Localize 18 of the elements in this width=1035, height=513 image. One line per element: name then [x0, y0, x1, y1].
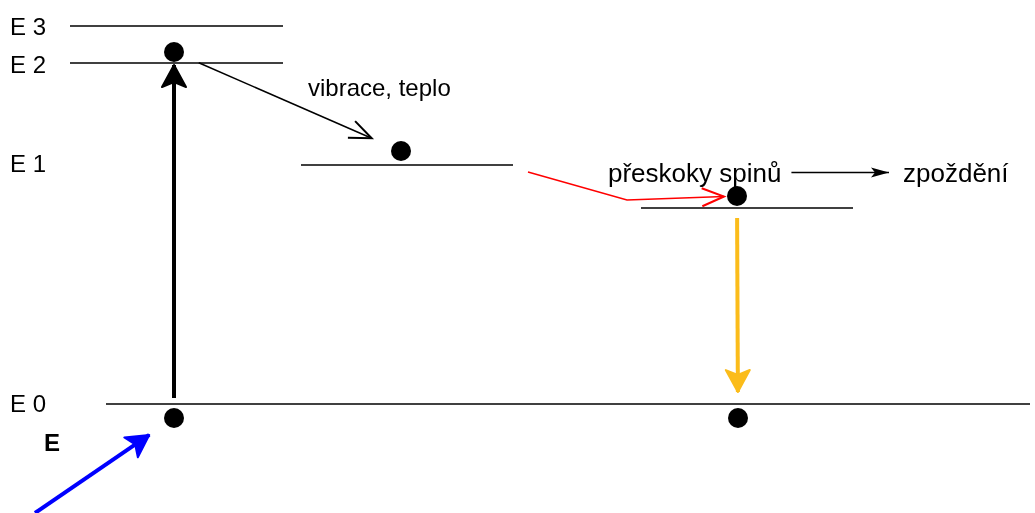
particle-dot: [728, 408, 748, 428]
process-label: zpoždění: [903, 158, 1009, 188]
process-label: přeskoky spinů: [608, 158, 782, 188]
particle-dot: [164, 42, 184, 62]
particle-dot: [391, 141, 411, 161]
arrow: [198, 62, 373, 140]
arrow: [527, 171, 725, 208]
energy-symbol: E: [44, 429, 60, 457]
energy-level-label: E 2: [10, 51, 47, 79]
arrow: [790, 167, 890, 178]
energy-level-label: E 3: [10, 13, 47, 41]
arrow: [724, 218, 751, 393]
energy-level-label: E 1: [10, 150, 47, 178]
particle-dot: [727, 186, 747, 206]
particle-dot: [164, 408, 184, 428]
arrow: [161, 64, 187, 398]
energy-level-label: E 0: [10, 390, 47, 418]
arrow: [33, 433, 151, 513]
